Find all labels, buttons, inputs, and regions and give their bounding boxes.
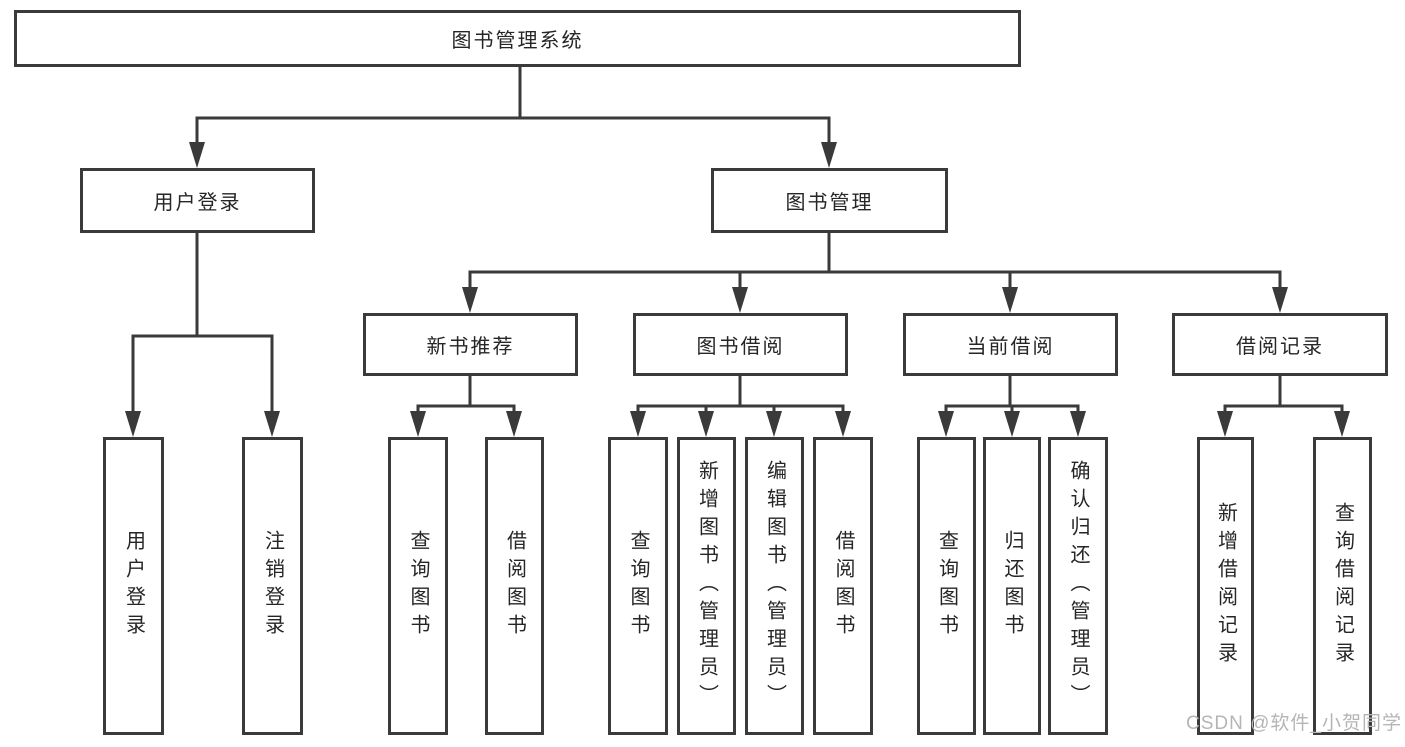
leaf-borrow-books-recommendation: 借阅图书 — [485, 437, 544, 735]
leaf-logout: 注销登录 — [242, 437, 303, 735]
node-user-login: 用户登录 — [80, 168, 315, 233]
connector-paths — [131, 65, 1344, 417]
node-root-library-management-system: 图书管理系统 — [14, 10, 1021, 67]
leaf-query-borrow-record: 查询借阅记录 — [1313, 437, 1372, 735]
leaf-borrow-books: 借阅图书 — [813, 437, 873, 735]
node-book-borrowing: 图书借阅 — [633, 313, 848, 376]
leaf-edit-books-admin: 编辑图书（管理员） — [745, 437, 804, 735]
arrowheads — [125, 142, 1350, 437]
leaf-return-books: 归还图书 — [983, 437, 1041, 735]
node-current-borrowing: 当前借阅 — [903, 313, 1118, 376]
leaf-user-login: 用户登录 — [103, 437, 164, 735]
leaf-add-borrow-record: 新增借阅记录 — [1197, 437, 1254, 735]
leaf-query-books-recommendation: 查询图书 — [388, 437, 448, 735]
leaf-add-books-admin: 新增图书（管理员） — [677, 437, 736, 735]
node-new-book-recommendation: 新书推荐 — [363, 313, 578, 376]
leaf-query-books-current: 查询图书 — [917, 437, 976, 735]
node-book-management: 图书管理 — [711, 168, 948, 233]
watermark: CSDN @软件_小贺同学 — [1186, 713, 1402, 734]
leaf-confirm-return-admin: 确认归还（管理员） — [1048, 437, 1108, 735]
node-borrowing-records: 借阅记录 — [1172, 313, 1388, 376]
leaf-query-books-borrowing: 查询图书 — [608, 437, 668, 735]
